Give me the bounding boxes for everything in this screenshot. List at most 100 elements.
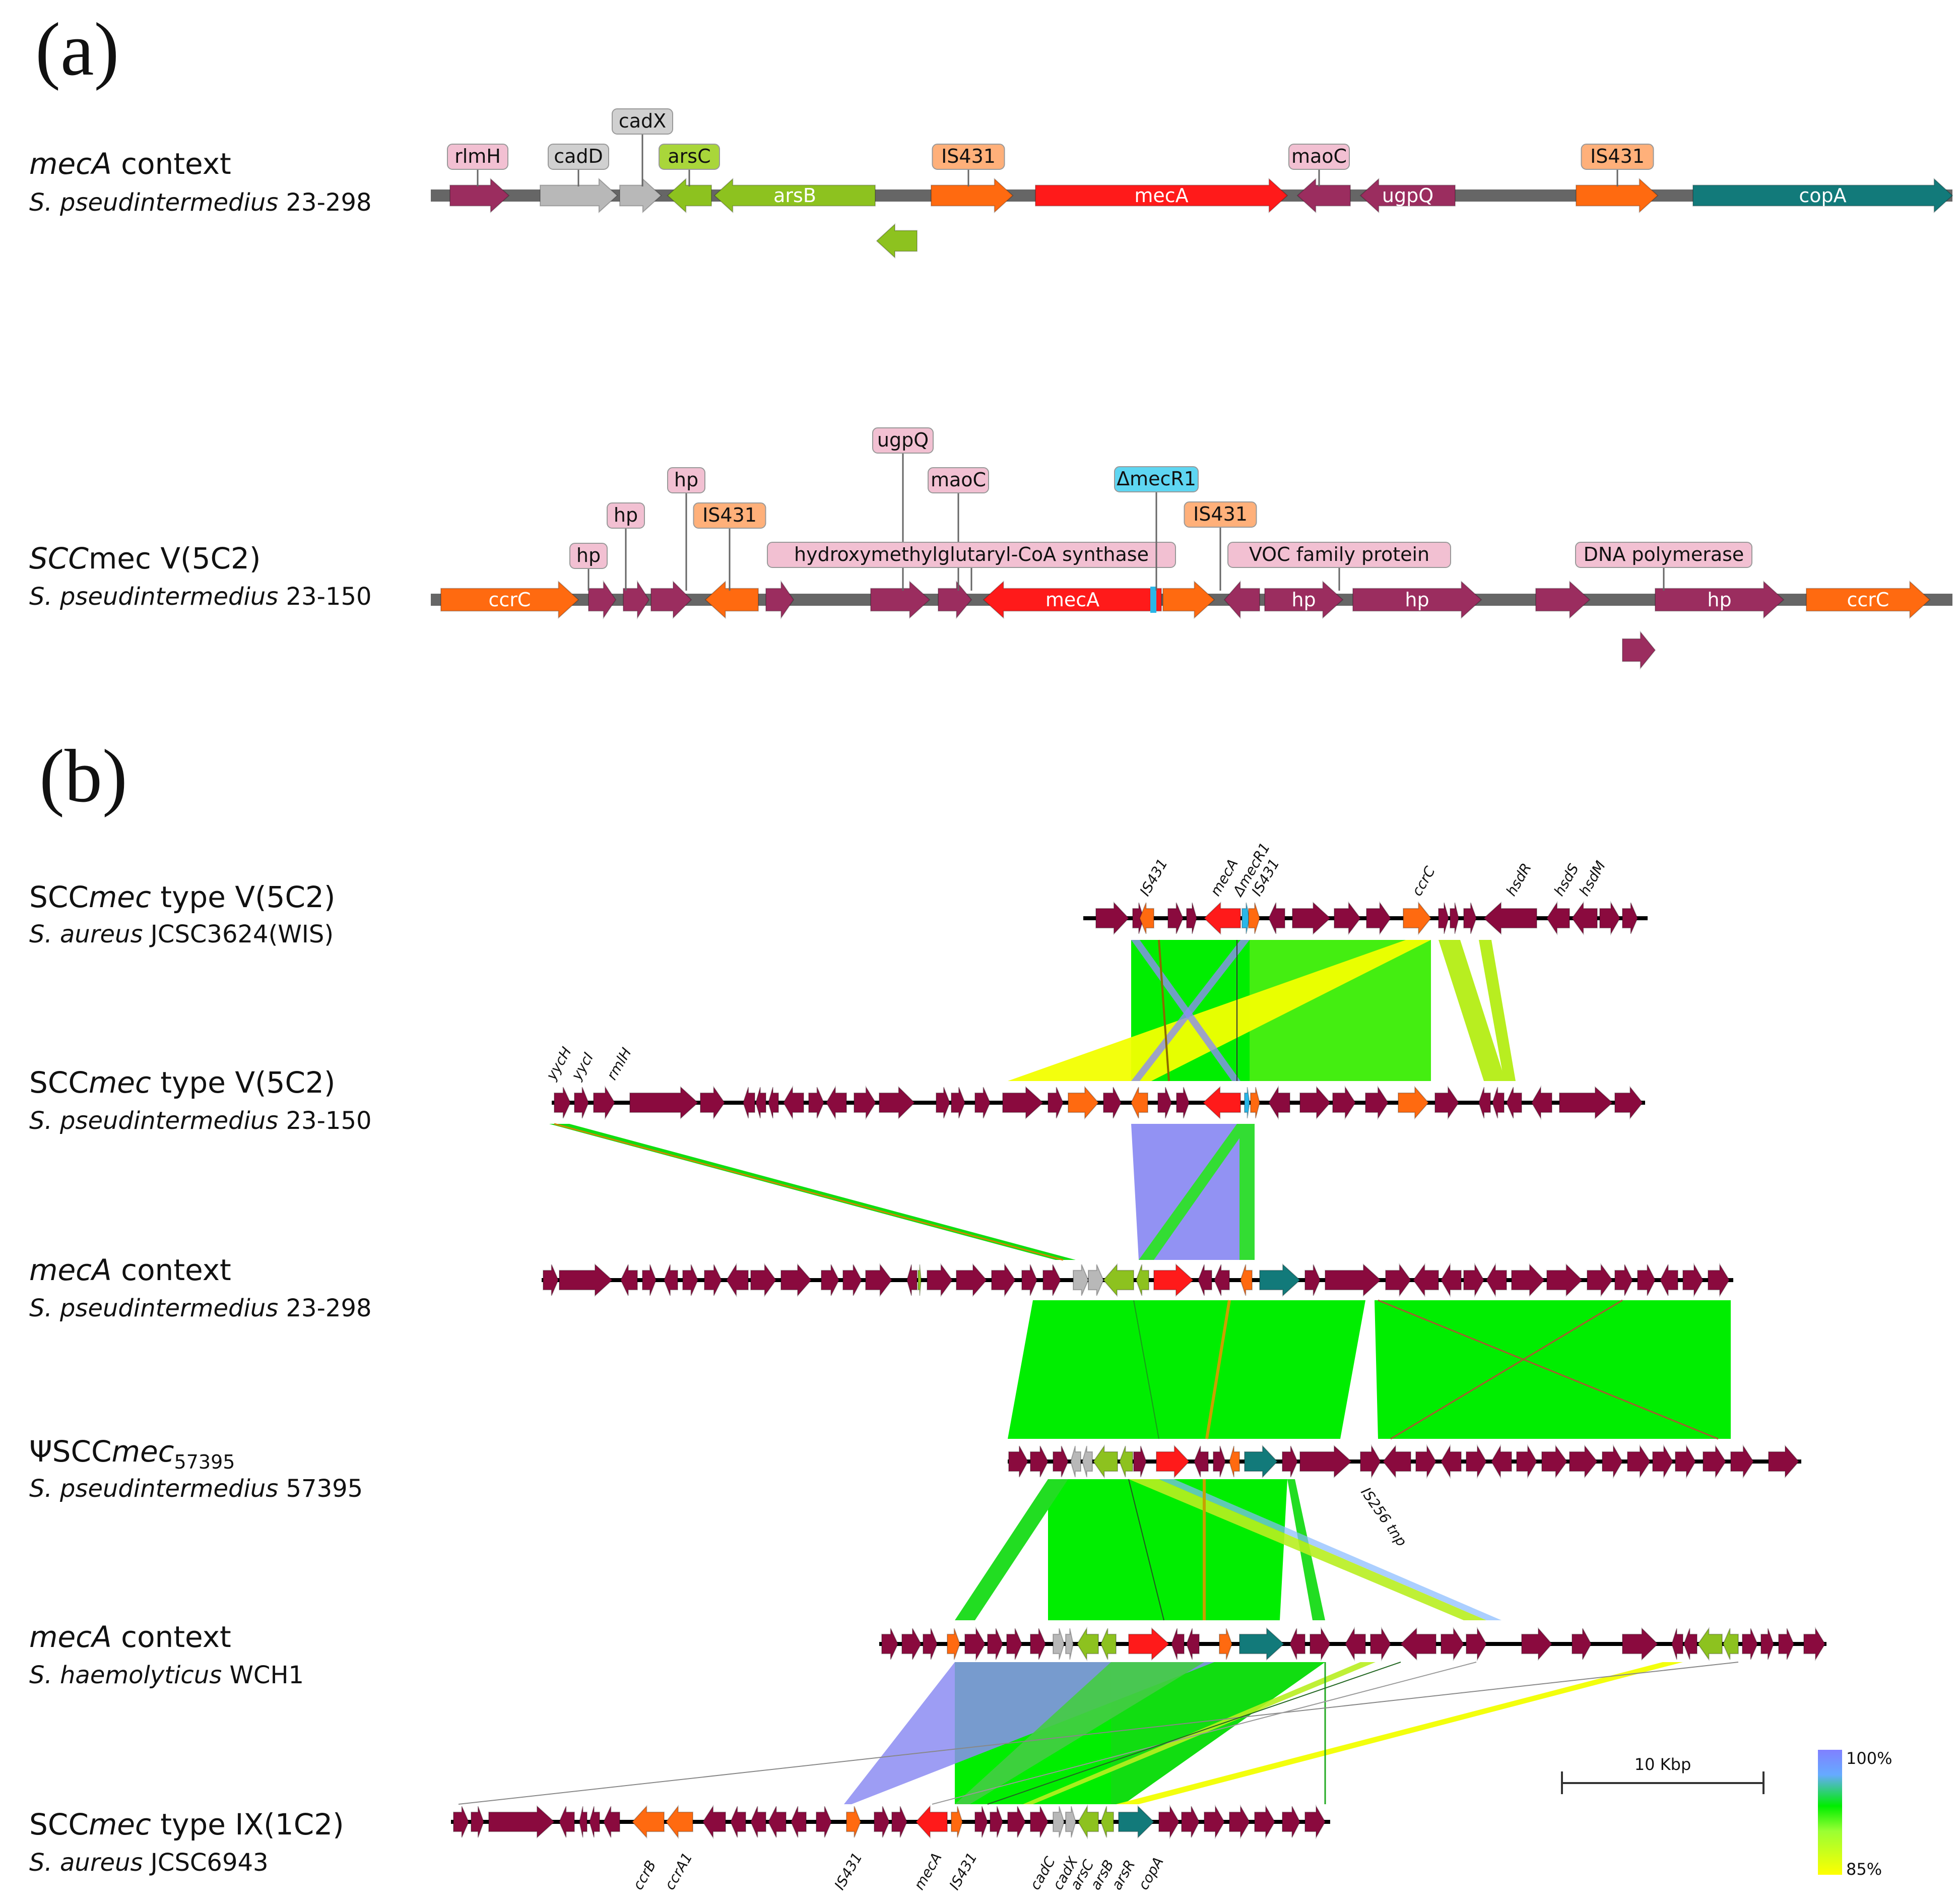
- track-2-gene-28: [1332, 1085, 1356, 1120]
- track-6-gene-3: [558, 1806, 575, 1838]
- track-1-gene-7: [1248, 902, 1261, 934]
- gene-cadx: [619, 177, 662, 214]
- tag-arsc-box: [659, 144, 720, 170]
- track-3-gene-29: [1304, 1264, 1321, 1296]
- panel-b-track1-strain: S. aureus JCSC3624(WIS): [29, 920, 334, 948]
- track-1-gene-4: [1186, 902, 1198, 934]
- track-3-gene-28: [1259, 1263, 1301, 1297]
- track-3-gene-30: [1325, 1263, 1382, 1297]
- track-4-gene-15: [1360, 1444, 1382, 1479]
- band-34-line4: [1133, 1300, 1159, 1439]
- gene-hp-a3: [650, 580, 692, 619]
- track-3-gene-41: [1659, 1264, 1678, 1296]
- track-3-gene-25: [1197, 1264, 1212, 1296]
- panel-b-track5-title: mecA context: [29, 1620, 231, 1654]
- gene-cadd: [540, 177, 618, 214]
- track-5-gene-13: [1170, 1628, 1185, 1660]
- track-5-gene-3: [947, 1628, 961, 1660]
- panel-b-titles: SCCmec type V(5C2) S. aureus JCSC3624(WI…: [29, 880, 372, 1877]
- track-4-gene-19: [1466, 1444, 1487, 1479]
- track-2-gene-6: [755, 1087, 766, 1119]
- track-5-gene-11: [1100, 1628, 1117, 1660]
- track-4-gene-2: [1053, 1445, 1069, 1478]
- track-5-gene-25: [1572, 1628, 1592, 1660]
- gene-meca-a1: [1035, 177, 1288, 214]
- gene-copa-a1-label: copA: [1799, 184, 1846, 207]
- panel-a-track2-title: SCCmec V(5C2): [29, 541, 261, 576]
- tag-hp-1: hp: [576, 544, 601, 566]
- gene-hmg-a: [765, 580, 795, 620]
- track-6-gene-22: [1007, 1806, 1026, 1838]
- track-2-gene-0: [554, 1087, 571, 1119]
- track-5-gene-26: [1622, 1627, 1659, 1661]
- track-1-gene-19: [1599, 901, 1621, 936]
- gene-hp-a5: [1352, 580, 1482, 619]
- track-2-gene-10: [825, 1085, 847, 1120]
- track-6-gene-17: [891, 1806, 908, 1838]
- track-2-gene-1: [574, 1087, 590, 1119]
- band-56-d: [1023, 1662, 1376, 1804]
- track-6-gene-35: [1304, 1804, 1326, 1839]
- track-3-gene-35: [1485, 1262, 1507, 1298]
- track-5-gene-24: [1521, 1627, 1553, 1661]
- tag-is431-a2-box: [1581, 144, 1654, 170]
- label-hsdr: hsdR: [1502, 860, 1534, 899]
- gene-hp-a4: [1264, 580, 1344, 619]
- track-1-gene-13: [1438, 902, 1450, 934]
- tag-maoc-b-box: [928, 467, 989, 493]
- track-2-gene-35: [1531, 1085, 1552, 1120]
- track-2-gene-27: [1299, 1086, 1331, 1120]
- label-hsds: hsdS: [1550, 861, 1582, 899]
- panel-b-label: (b): [39, 734, 127, 818]
- track-6-gene-24: [1053, 1806, 1065, 1838]
- gene-copa-a1: [1692, 177, 1953, 214]
- tag-dnapol-box: [1575, 542, 1752, 568]
- gene-maoc-a2: [938, 580, 972, 619]
- track-2-gene-8: [782, 1085, 804, 1120]
- track-5-gene-31: [1742, 1628, 1758, 1660]
- track-1-gene-9: [1292, 901, 1331, 935]
- band-12-line1: [1158, 939, 1170, 1082]
- track-4-gene-18: [1440, 1444, 1462, 1479]
- track-4-gene-10: [1213, 1445, 1226, 1478]
- track-3-gene-22: [1102, 1263, 1134, 1297]
- track-4-gene-14: [1299, 1444, 1352, 1479]
- band-34-line3: [1390, 1299, 1623, 1440]
- track-5-gene-9: [1065, 1628, 1074, 1660]
- band-34-line2: [1378, 1299, 1719, 1440]
- track-2-gene-9: [808, 1087, 825, 1119]
- gene-is431-a2: [1576, 177, 1659, 214]
- tag-cadd: cadD: [554, 145, 603, 167]
- track-1-gene-14: [1450, 902, 1460, 934]
- panel-a-track1-title: mecA context: [29, 147, 231, 181]
- track-4-gene-1: [1030, 1445, 1049, 1478]
- track-4-gene-3: [1070, 1445, 1081, 1478]
- band-45-e: [1159, 1479, 1501, 1620]
- track-2-gene-23: [1202, 1086, 1241, 1120]
- track-4-gene-21: [1516, 1444, 1538, 1479]
- track-6-gene-16: [874, 1806, 890, 1838]
- track-3-gene-24: [1153, 1263, 1194, 1297]
- track-4-gene-13: [1282, 1445, 1298, 1478]
- tag-maoc-b: maoC: [931, 469, 986, 491]
- track-3-gene-21: [1088, 1264, 1104, 1296]
- band-23-cross: [1139, 1124, 1250, 1260]
- track-6-gene-14: [816, 1806, 832, 1838]
- identity-gradient-bar: [1818, 1750, 1842, 1875]
- tag-voc-box: [1227, 542, 1451, 568]
- track-5-gene-20: [1370, 1626, 1392, 1662]
- track-3-gene-18: [1021, 1264, 1038, 1296]
- gene-rlmh: [449, 177, 510, 214]
- track-6-gene-26: [1077, 1804, 1099, 1839]
- band-56-line3: [932, 1662, 1477, 1805]
- track-2-gene-18: [1068, 1086, 1099, 1120]
- identity-min-label: 85%: [1846, 1860, 1882, 1879]
- track-6-gene-7: [631, 1805, 665, 1839]
- track-6-gene-8: [665, 1805, 693, 1839]
- track-3-gene-5: [682, 1264, 699, 1296]
- tag-is431-b1: IS431: [702, 504, 757, 526]
- track-3-gene-23: [1135, 1264, 1149, 1296]
- track-3-gene-33: [1440, 1262, 1462, 1298]
- label-hsdm: hsdM: [1576, 858, 1609, 899]
